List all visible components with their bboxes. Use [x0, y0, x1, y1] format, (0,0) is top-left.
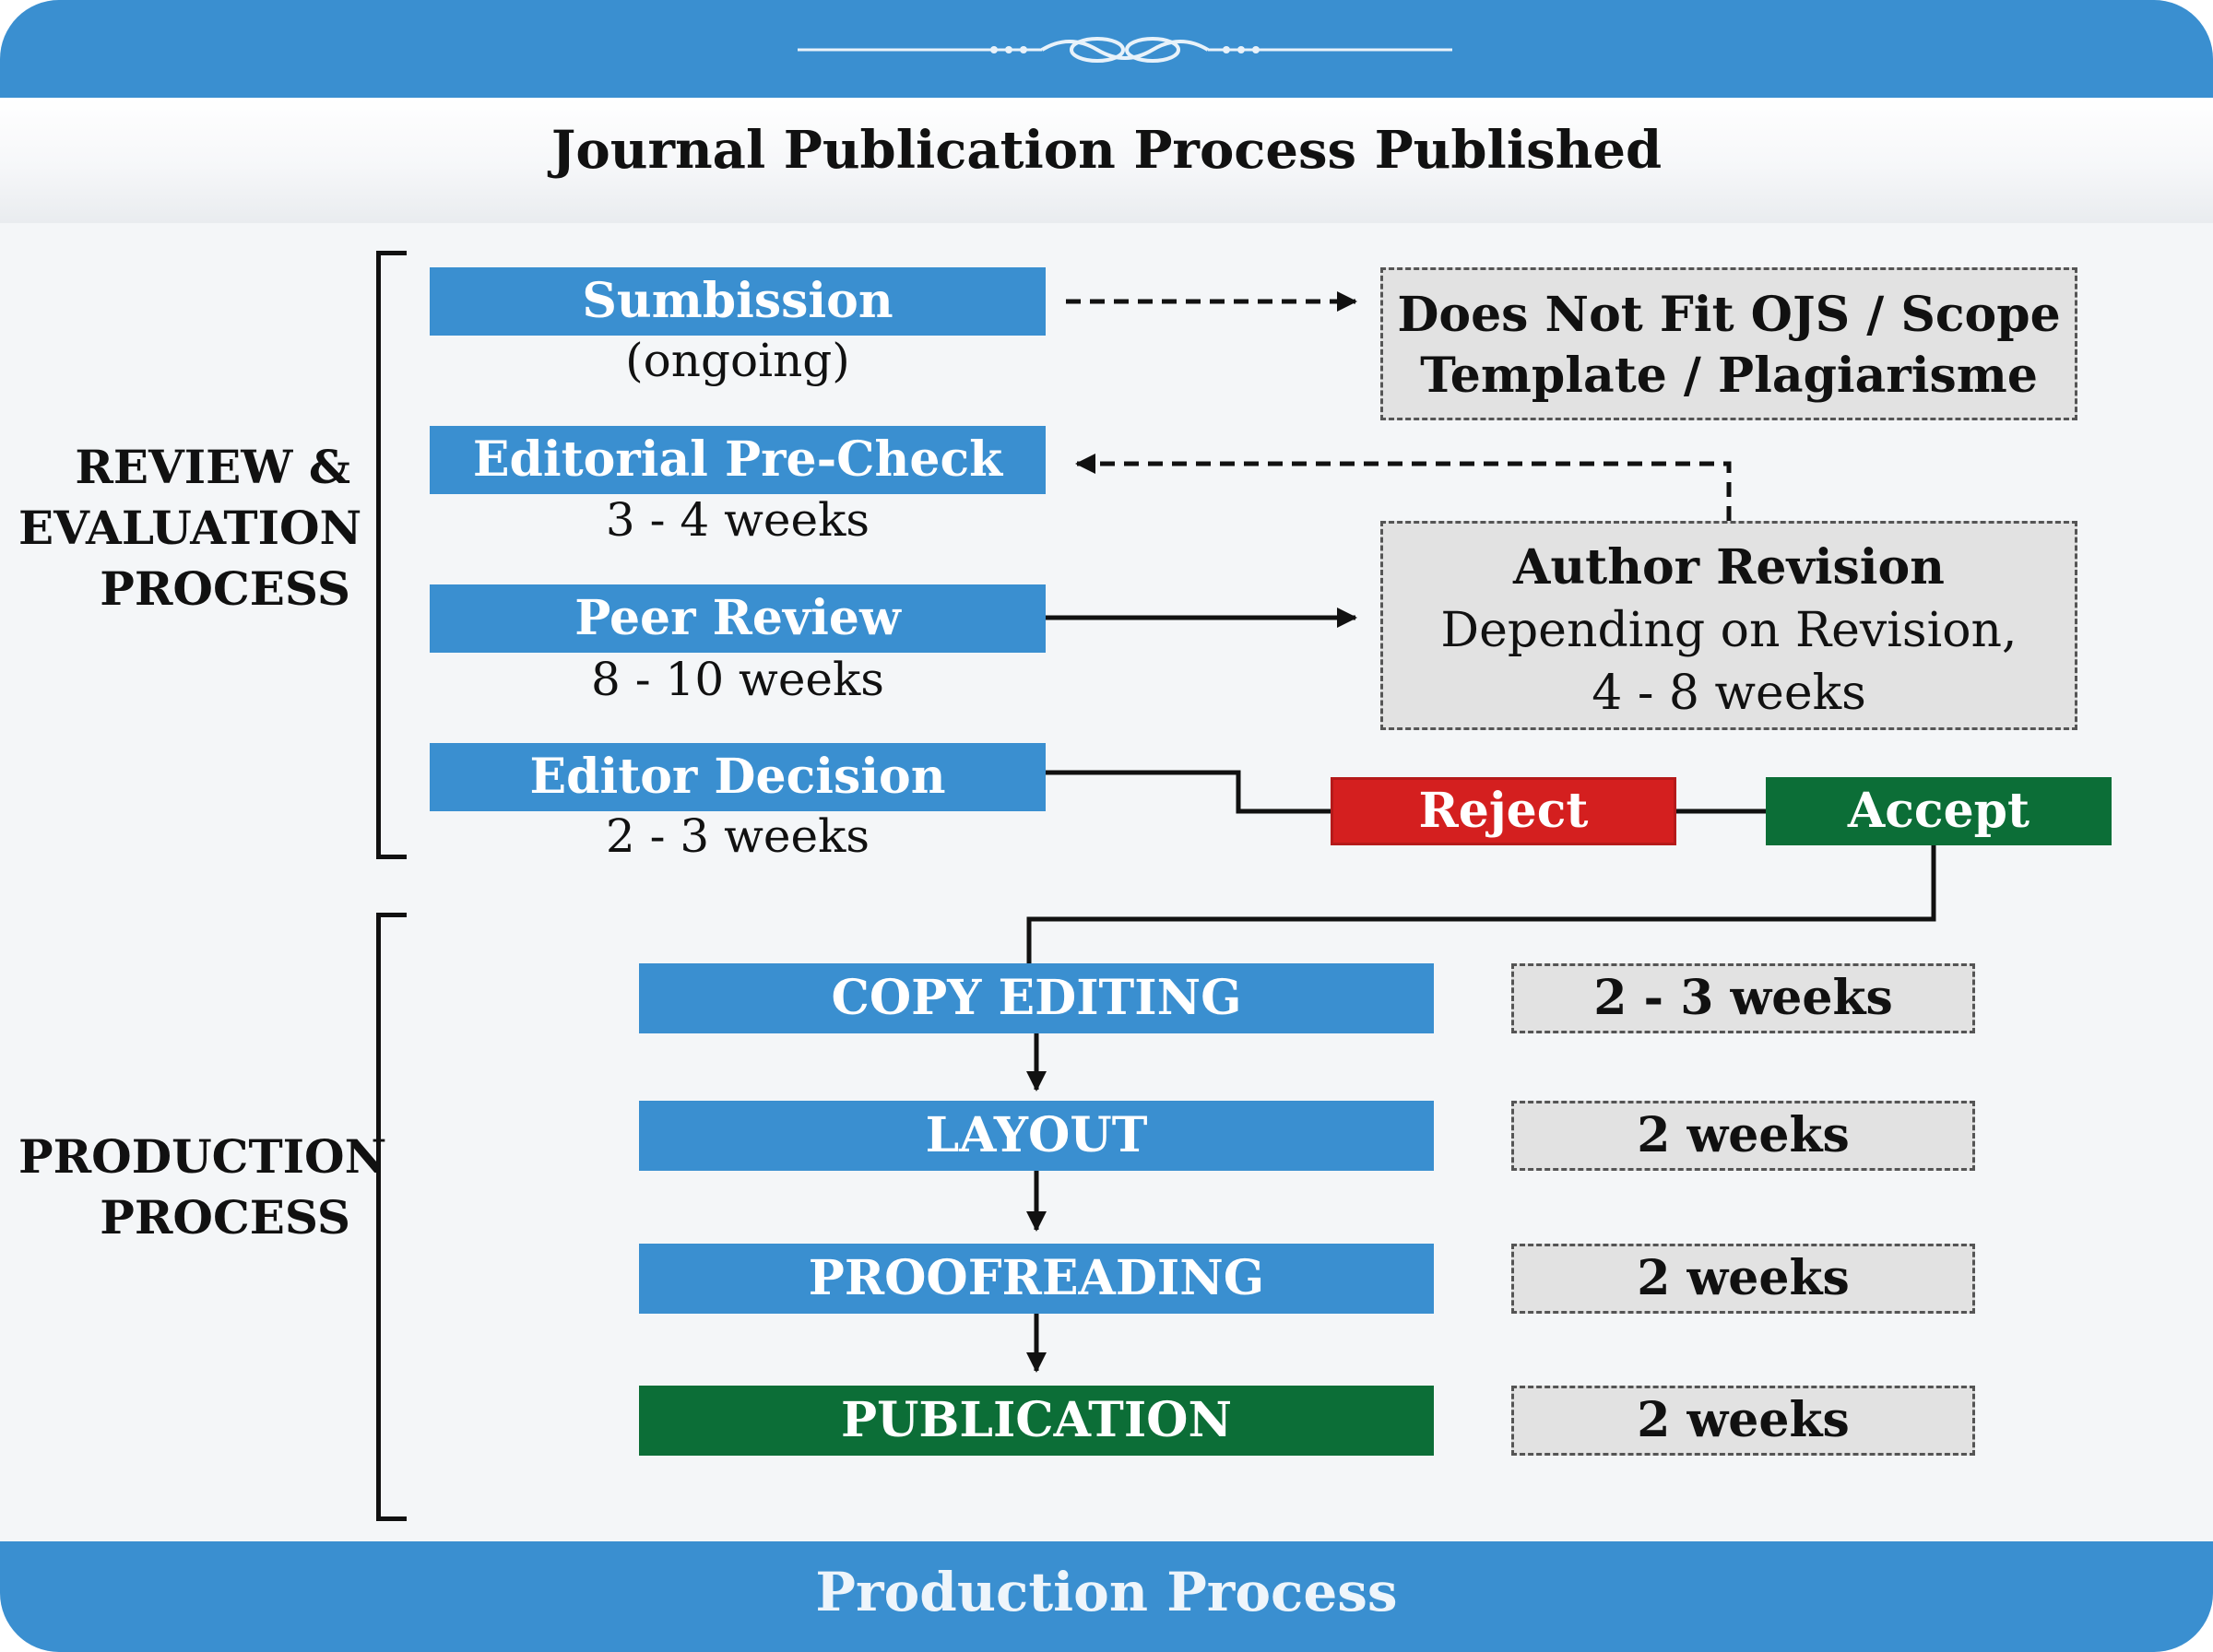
- title-band: [0, 98, 2213, 223]
- accept-to-copy-editing-line: [1026, 845, 1936, 963]
- page-title: Journal Publication Process Published: [550, 120, 1663, 181]
- copy-editing-step: COPY EDITING: [639, 963, 1434, 1033]
- reject-reasons-box: Does Not Fit OJS / Scope Template / Plag…: [1380, 267, 2077, 420]
- production-bracket: [376, 913, 407, 1521]
- precheck-duration: 3 - 4 weeks: [605, 493, 870, 547]
- submission-step: Sumbission: [430, 267, 1046, 336]
- editorial-precheck-step: Editorial Pre-Check: [430, 426, 1046, 494]
- peer-review-step: Peer Review: [430, 584, 1046, 653]
- author-revision-note: Depending on Revision,: [1440, 603, 2018, 658]
- submission-duration: (ongoing): [625, 334, 850, 387]
- ornament-icon: [798, 37, 1452, 63]
- editor-decision-step: Editor Decision: [430, 743, 1046, 811]
- publication-duration: 2 weeks: [1511, 1386, 1975, 1456]
- reject-box: Reject: [1331, 777, 1676, 845]
- decision-to-reject-line: [1046, 770, 1331, 814]
- footer-band: [0, 1541, 2213, 1652]
- revision-to-precheck-arrow: [1075, 454, 1732, 521]
- review-bracket: [376, 251, 407, 859]
- copy-editing-duration: 2 - 3 weeks: [1511, 963, 1975, 1033]
- review-section-label: REVIEW & EVALUATION PROCESS: [18, 440, 362, 616]
- layout-step: LAYOUT: [639, 1101, 1434, 1171]
- accept-box: Accept: [1766, 777, 2112, 845]
- proofreading-step: PROOFREADING: [639, 1244, 1434, 1314]
- production-section-label: PRODUCTION PROCESS: [18, 1129, 387, 1245]
- peer-review-duration: 8 - 10 weeks: [591, 653, 884, 706]
- author-revision-duration: 4 - 8 weeks: [1592, 666, 1866, 721]
- author-revision-title: Author Revision: [1513, 539, 1945, 596]
- author-revision-box: Author Revision Depending on Revision, 4…: [1380, 521, 2077, 730]
- top-band: [0, 0, 2213, 98]
- publication-step: PUBLICATION: [639, 1386, 1434, 1456]
- layout-duration: 2 weeks: [1511, 1101, 1975, 1171]
- footer-title: Production Process: [815, 1561, 1398, 1623]
- proofreading-duration: 2 weeks: [1511, 1244, 1975, 1314]
- editor-decision-duration: 2 - 3 weeks: [605, 809, 870, 863]
